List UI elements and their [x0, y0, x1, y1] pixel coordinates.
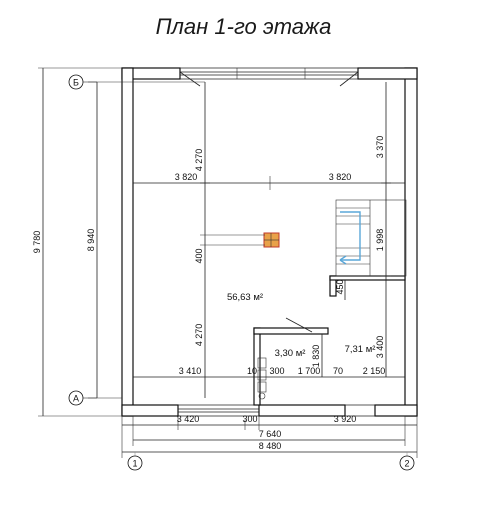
dim-bottom-c: 3 920 — [334, 414, 357, 424]
area-bathroom: 3,30 м² — [275, 348, 306, 359]
dim-mid-right: 3 820 — [329, 172, 352, 182]
dim-inner-height: 8 940 — [86, 229, 96, 252]
plan-title: План 1-го этажа — [155, 14, 332, 39]
dim-bath-height: 1 830 — [311, 345, 321, 368]
dim-low-f: 2 150 — [363, 366, 386, 376]
dim-total-height: 9 780 — [32, 231, 42, 254]
axis-label-b: Б — [73, 78, 79, 88]
area-hall: 7,31 м² — [345, 344, 376, 355]
axis-label-1: 1 — [132, 459, 137, 469]
dim-right-small: 450 — [335, 279, 345, 294]
dim-bottom-a: 3 420 — [177, 414, 200, 424]
axis-markers — [68, 74, 415, 471]
dim-bottom-b: 300 — [242, 414, 257, 424]
dim-right-lower: 3 400 — [375, 336, 385, 359]
dim-left-mid: 400 — [194, 248, 204, 263]
stair-arrow — [340, 211, 361, 261]
dim-left-upper: 4 270 — [194, 149, 204, 172]
staircase — [335, 199, 407, 277]
dim-left-lower: 4 270 — [194, 324, 204, 347]
dim-low-c: 300 — [269, 366, 284, 376]
dim-bottom-inner-total: 7 640 — [259, 429, 282, 439]
dim-bottom-total: 8 480 — [259, 441, 282, 451]
axis-1-bubble — [127, 455, 143, 471]
walls — [121, 67, 418, 417]
partitions — [253, 275, 406, 406]
dim-low-e: 70 — [333, 366, 343, 376]
dim-low-a: 3 410 — [179, 366, 202, 376]
dimension-lines — [38, 67, 418, 458]
dim-mid-left: 3 820 — [175, 172, 198, 182]
area-main-room: 56,63 м² — [227, 292, 263, 303]
axis-2-bubble — [399, 455, 415, 471]
axis-label-2: 2 — [404, 459, 409, 469]
dim-low-b: 10 — [247, 366, 257, 376]
axis-label-a: А — [73, 394, 79, 404]
dim-right-stair: 1 998 — [375, 229, 385, 252]
dim-right-upper: 3 370 — [375, 136, 385, 159]
dim-low-d: 1 700 — [298, 366, 321, 376]
